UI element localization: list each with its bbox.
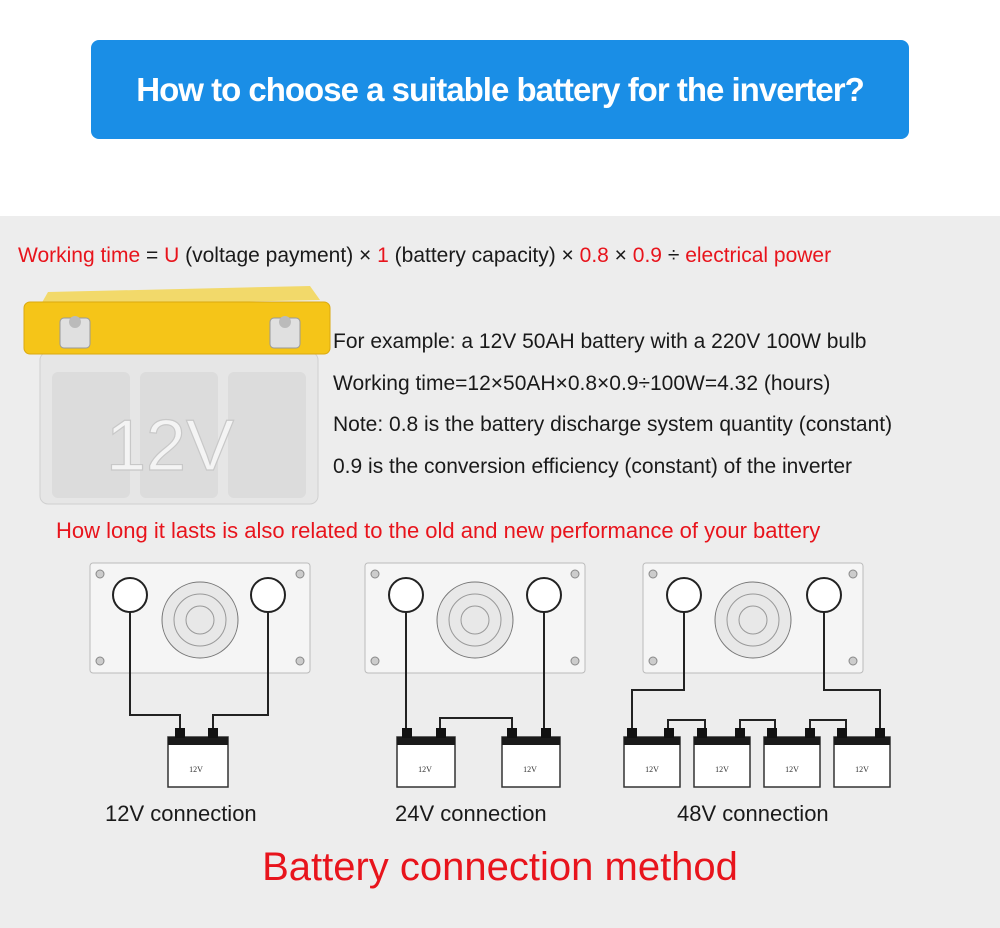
battery-performance-note: How long it lasts is also related to the… — [56, 518, 821, 543]
formula-capacity: (battery capacity) × — [388, 244, 580, 267]
d2-battery-b-label: 12V — [523, 765, 537, 774]
formula-08: 0.8 — [579, 244, 609, 267]
formula-equals: = — [140, 244, 165, 267]
diagram-12v: 12V — [89, 562, 311, 788]
battery-12v-label: 12V — [106, 406, 234, 486]
example-line-3: Note: 0.8 is the battery discharge syste… — [333, 413, 893, 436]
d2-battery-a-label: 12V — [418, 765, 432, 774]
caption-48v-connection: 48V connection — [677, 801, 829, 826]
title-banner: How to choose a suitable battery for the… — [91, 40, 909, 139]
formula-voltage: (voltage payment) × — [179, 244, 378, 267]
battery-connection-method-title: Battery connection method — [262, 845, 738, 889]
diagram-24v: 12V 12V — [364, 562, 586, 788]
example-line-2: Working time=12×50AH×0.8×0.9÷100W=4.32 (… — [333, 372, 831, 395]
battery-illustration: 12V — [23, 286, 331, 505]
diagram-48v: 12V 12V 12V 12V — [623, 562, 891, 788]
formula-one: 1 — [377, 244, 389, 267]
caption-12v-connection: 12V connection — [105, 801, 257, 826]
example-line-4: 0.9 is the conversion efficiency (consta… — [333, 455, 853, 478]
formula-working-time: Working time — [18, 244, 141, 267]
banner-title: How to choose a suitable battery for the… — [136, 70, 864, 108]
d3-battery-a-label: 12V — [645, 765, 659, 774]
d3-battery-b-label: 12V — [715, 765, 729, 774]
formula-times: × — [608, 244, 633, 267]
d1-battery-label: 12V — [189, 765, 203, 774]
formula-divide: ÷ — [661, 244, 686, 267]
formula-09: 0.9 — [632, 244, 662, 267]
d3-battery-d-label: 12V — [855, 765, 869, 774]
formula-power: electrical power — [685, 244, 832, 267]
example-line-1: For example: a 12V 50AH battery with a 2… — [333, 330, 867, 353]
caption-24v-connection: 24V connection — [395, 801, 547, 826]
working-time-formula: Working time = U (voltage payment) × 1 (… — [18, 244, 831, 268]
d3-battery-c-label: 12V — [785, 765, 799, 774]
formula-u: U — [164, 244, 180, 267]
